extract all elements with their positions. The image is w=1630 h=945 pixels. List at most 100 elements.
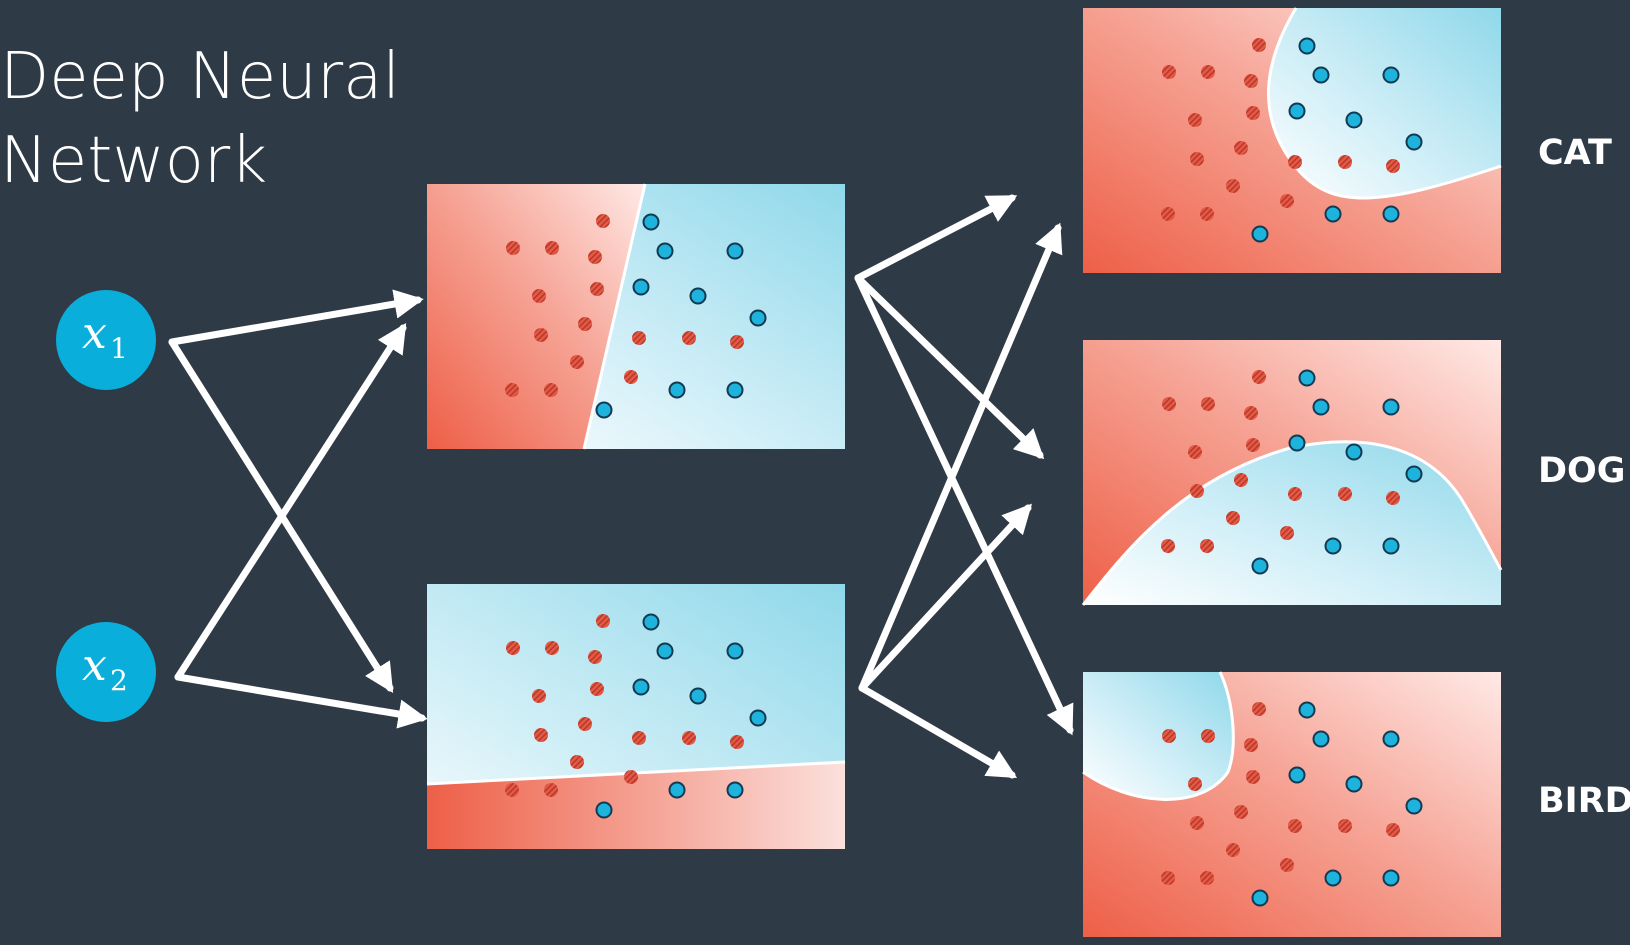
red-point bbox=[1201, 397, 1215, 411]
blue-point bbox=[726, 381, 744, 399]
red-point bbox=[1188, 777, 1202, 791]
red-point bbox=[1200, 539, 1214, 553]
arrow-h1-to-dog bbox=[854, 274, 1045, 460]
red-point bbox=[1161, 871, 1175, 885]
red-point bbox=[596, 614, 610, 628]
decision-boundary bbox=[1267, 7, 1502, 200]
blue-point bbox=[1298, 369, 1316, 387]
red-point bbox=[590, 682, 604, 696]
hidden-arrows bbox=[854, 194, 1074, 779]
blue-point bbox=[1312, 398, 1330, 416]
red-point bbox=[596, 214, 610, 228]
red-point bbox=[1162, 397, 1176, 411]
blue-point bbox=[656, 242, 674, 260]
blue-point bbox=[1405, 797, 1423, 815]
red-point bbox=[588, 250, 602, 264]
node-subscript: 1 bbox=[110, 332, 128, 365]
red-point bbox=[532, 289, 546, 303]
output-panel-bird bbox=[1082, 671, 1501, 937]
node-circle bbox=[56, 290, 156, 390]
output-panel-cat bbox=[1083, 7, 1502, 273]
class-label-cat: CAT bbox=[1538, 133, 1612, 173]
red-point bbox=[1252, 38, 1266, 52]
red-point bbox=[632, 731, 646, 745]
red-point bbox=[1162, 65, 1176, 79]
red-point bbox=[1280, 858, 1294, 872]
red-point bbox=[1386, 491, 1400, 505]
blue-point bbox=[1345, 111, 1363, 129]
red-point bbox=[730, 735, 744, 749]
red-point bbox=[578, 317, 592, 331]
red-point bbox=[1161, 539, 1175, 553]
red-point bbox=[1338, 155, 1352, 169]
red-point bbox=[570, 755, 584, 769]
red-point bbox=[1234, 805, 1248, 819]
red-point bbox=[505, 783, 519, 797]
arrow-x2-to-h1 bbox=[174, 323, 407, 681]
hidden-panel-1 bbox=[427, 183, 845, 450]
red-point bbox=[1188, 113, 1202, 127]
red-point bbox=[1234, 141, 1248, 155]
red-point bbox=[1201, 65, 1215, 79]
blue-point bbox=[1251, 889, 1269, 907]
red-point bbox=[1190, 152, 1204, 166]
red-point bbox=[506, 241, 520, 255]
red-point bbox=[1338, 819, 1352, 833]
blue-point bbox=[726, 642, 744, 660]
red-point bbox=[545, 241, 559, 255]
arrow-h2-to-bird bbox=[858, 684, 1018, 779]
decision-boundary bbox=[1082, 671, 1235, 801]
blue-point bbox=[1251, 557, 1269, 575]
blue-point bbox=[642, 613, 660, 631]
blue-point bbox=[1298, 37, 1316, 55]
blue-point bbox=[689, 287, 707, 305]
output-panel-dog bbox=[1081, 340, 1503, 606]
blue-point bbox=[1324, 869, 1342, 887]
blue-point bbox=[749, 709, 767, 727]
red-point bbox=[682, 331, 696, 345]
red-point bbox=[532, 689, 546, 703]
arrow-x2-to-h2 bbox=[174, 673, 428, 729]
node-subscript: 2 bbox=[110, 664, 128, 697]
points-group bbox=[1161, 701, 1423, 907]
blue-point bbox=[1288, 766, 1306, 784]
node-symbol: x bbox=[82, 308, 107, 359]
blue-point bbox=[1288, 434, 1306, 452]
blue-point bbox=[689, 687, 707, 705]
points-group bbox=[505, 613, 767, 819]
blue-region bbox=[1268, 8, 1501, 199]
decision-boundary bbox=[1081, 440, 1503, 606]
blue-point bbox=[1312, 66, 1330, 84]
red-point bbox=[1188, 445, 1202, 459]
red-point bbox=[1288, 155, 1302, 169]
red-point bbox=[1190, 484, 1204, 498]
red-point bbox=[505, 383, 519, 397]
red-point bbox=[1162, 729, 1176, 743]
blue-point bbox=[1382, 537, 1400, 555]
blue-point bbox=[749, 309, 767, 327]
red-point bbox=[1226, 511, 1240, 525]
blue-point bbox=[1382, 205, 1400, 223]
red-point bbox=[1244, 738, 1258, 752]
red-point bbox=[632, 331, 646, 345]
blue-point bbox=[632, 278, 650, 296]
blue-point bbox=[726, 242, 744, 260]
red-point bbox=[1226, 843, 1240, 857]
node-circle bbox=[56, 622, 156, 722]
arrow-x1-to-h1 bbox=[168, 289, 424, 346]
input-node-x1: x 1 bbox=[56, 290, 156, 390]
points-group bbox=[505, 213, 767, 419]
points-group bbox=[1161, 37, 1423, 243]
red-point bbox=[1288, 819, 1302, 833]
blue-point bbox=[1345, 775, 1363, 793]
red-point bbox=[1246, 106, 1260, 120]
blue-point bbox=[1382, 398, 1400, 416]
red-point bbox=[624, 370, 638, 384]
red-point bbox=[1288, 487, 1302, 501]
blue-point bbox=[1382, 869, 1400, 887]
blue-point bbox=[1382, 66, 1400, 84]
node-symbol: x bbox=[82, 640, 107, 691]
red-point bbox=[1252, 702, 1266, 716]
blue-point bbox=[1382, 730, 1400, 748]
